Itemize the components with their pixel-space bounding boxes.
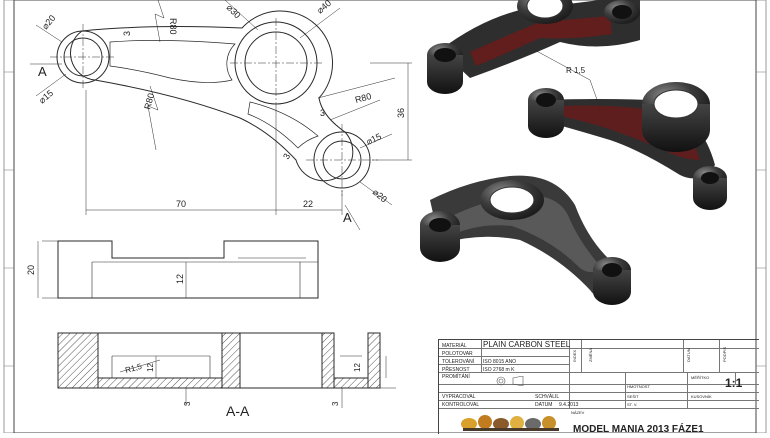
title-block: MATERIÁL PLAIN CARBON STEEL POLOTOVAR TO… (438, 339, 759, 435)
iso-dim-r15: R 1,5 (566, 66, 586, 75)
tb-kontroloval-label: KONTROLOVAL (442, 402, 480, 408)
section-marker-a-right: A (343, 210, 352, 225)
dim-3-c: 3 (281, 152, 292, 161)
top-view-dim-lines (30, 0, 412, 231)
dim-r80-top: R80 (168, 18, 178, 35)
tb-index-label: INDEX (572, 349, 577, 362)
tb-zmena-label: ZMĚNA (588, 348, 593, 362)
dim-r80-right: R80 (354, 91, 373, 105)
tb-material-label: MATERIÁL (442, 343, 467, 349)
tb-row-polotovar: POLOTOVAR (439, 350, 569, 358)
dim-section-3-right: 3 (331, 401, 340, 406)
mascot-logo (459, 414, 563, 432)
tb-meritko-value: 1:1 (725, 376, 743, 390)
dim-22: 22 (303, 199, 313, 209)
tb-kusovnik-label: KUSOVNÍK (691, 394, 712, 399)
tb-sesit-label: SEŠIT (627, 394, 639, 399)
dim-section-3-left: 3 (183, 401, 192, 406)
top-view-centerlines (50, 18, 378, 196)
tb-vypracoval-label: VYPRACOVAL (442, 394, 476, 400)
dim-d15-right: ⌀15 (365, 131, 383, 147)
tb-row-tolerovani: TOLEROVÁNÍ ISO 8015 ANO (439, 358, 569, 366)
iso-render-bottom (420, 175, 631, 305)
dim-d40: ⌀40 (315, 0, 333, 16)
top-pocket-2 (247, 101, 319, 149)
dim-section-r15: R1,5 (124, 362, 143, 375)
dim-d20-left: ⌀20 (40, 13, 58, 31)
tb-stv-label: ST. V. (627, 402, 638, 407)
tb-datum-label: DATUM (535, 402, 553, 408)
iso-render-middle (528, 82, 727, 210)
section-marker-a-left: A (38, 64, 47, 79)
tb-row-material: MATERIÁL PLAIN CARBON STEEL (439, 340, 571, 350)
tb-podpis-label: PODPIS (722, 346, 727, 362)
front-view-outline (57, 240, 319, 299)
tb-nazev-label: NÁZEV (571, 410, 585, 415)
top-view-outline (70, 10, 354, 182)
section-view (57, 332, 396, 408)
top-view (56, 10, 371, 189)
top-pocket-1 (109, 40, 236, 83)
dim-d15-left: ⌀15 (37, 88, 55, 106)
tb-row-promitani: PROMÍTÁNÍ (439, 373, 569, 381)
tb-promitani-label: PROMÍTÁNÍ (442, 374, 470, 380)
mascot-figures-icon (461, 415, 559, 431)
dim-front-20: 20 (26, 265, 36, 275)
dim-3-a: 3 (122, 31, 132, 36)
zone-ticks (4, 71, 766, 367)
tb-row-presnost: PŘESNOST ISO 2768 m K (439, 366, 569, 374)
tb-tolerovani-label: TOLEROVÁNÍ (442, 359, 475, 365)
dim-section-12-right: 12 (353, 363, 362, 372)
projection-symbol-icon (496, 376, 524, 386)
tb-presnost-label: PŘESNOST (442, 367, 470, 373)
section-label: A-A (226, 403, 250, 419)
front-view (37, 240, 319, 299)
tb-nazev-value: MODEL MANIA 2013 FÁZE1 (573, 424, 704, 435)
dim-r80-left: R80 (142, 92, 156, 111)
tb-meritko-label: MĚŘÍTKO (691, 375, 710, 380)
iso-render-top (427, 0, 640, 94)
dim-36: 36 (396, 108, 406, 118)
dim-d20-right: ⌀20 (371, 187, 389, 205)
dim-front-12: 12 (175, 274, 185, 284)
tb-polotovar-label: POLOTOVAR (442, 351, 473, 357)
tb-material-value: PLAIN CARBON STEEL (483, 340, 571, 349)
tb-hmotnost-label: HMOTNOST (627, 384, 650, 389)
tb-presnost-value: ISO 2768 m K (483, 367, 515, 373)
dim-3-b: 3 (320, 108, 325, 118)
dim-section-12-left: 12 (146, 363, 155, 372)
tb-datum-col-label: DATUM (686, 348, 691, 362)
iso-leader (519, 41, 591, 81)
dim-d30: ⌀30 (225, 2, 243, 20)
tb-tolerovani-value: ISO 8015 ANO (483, 359, 517, 365)
tb-datum-value: 9.4.2013 (559, 402, 579, 408)
tb-schvalil-label: SCHVÁLIL (535, 394, 560, 400)
dim-70: 70 (176, 199, 186, 209)
